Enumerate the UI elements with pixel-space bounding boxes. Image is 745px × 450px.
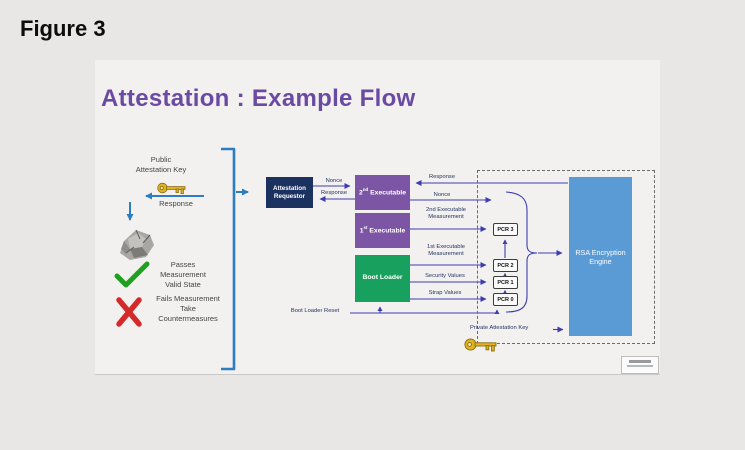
strap-values-label: Strap Values (428, 290, 462, 296)
second-exec-measurement-label: 2nd Executable Measurement (426, 207, 466, 221)
response-requestor-label: Response (320, 190, 348, 196)
watermark-logo (621, 356, 659, 374)
watermark-text-line (629, 360, 651, 363)
boot-loader-box: Boot Loader (355, 255, 410, 302)
pcr2-register: PCR 2 (493, 259, 518, 272)
response-engine-label: Response (428, 174, 456, 180)
fails-measurement-label: Fails Measurement Take Countermeasures (156, 294, 220, 323)
nonce-requestor-label: Nonce (325, 178, 343, 184)
rsa-encryption-engine-box: RSA Encryption Engine (569, 177, 632, 336)
pcr1-register: PCR 1 (493, 276, 518, 289)
private-key-icon (464, 338, 497, 352)
attestation-requestor-box: Attestation Requestor (266, 177, 313, 208)
first-executable-label: 1st Executable (359, 225, 406, 235)
figure-caption: Figure 3 (20, 16, 106, 41)
check-icon (114, 261, 150, 288)
legend-response-label: Response (159, 199, 193, 208)
first-executable-box: 1st Executable (355, 213, 410, 248)
second-executable-box: 2nd Executable (355, 175, 410, 210)
private-attestation-key-label: Private Attestation Key (470, 325, 529, 331)
x-icon (116, 297, 142, 327)
public-key-icon (157, 182, 186, 194)
pcr0-register: PCR 0 (493, 293, 518, 306)
security-values-label: Security Values (425, 273, 465, 279)
pcr3-register: PCR 3 (493, 223, 518, 236)
secure-boundary-dashed-box (477, 170, 655, 344)
passes-measurement-label: Passes Measurement Valid State (160, 260, 206, 289)
crumpled-device-photo (120, 229, 154, 260)
slide-title: Attestation : Example Flow (101, 85, 416, 112)
watermark-underline (627, 365, 653, 367)
nonce-engine-label: Nonce (433, 192, 451, 198)
first-exec-measurement-label: 1st Executable Measurement (426, 244, 466, 258)
second-executable-label: 2nd Executable (358, 187, 407, 197)
public-attestation-key-label: Public Attestation Key (135, 155, 187, 174)
boot-loader-reset-label: Boot Loader Reset (290, 308, 340, 314)
